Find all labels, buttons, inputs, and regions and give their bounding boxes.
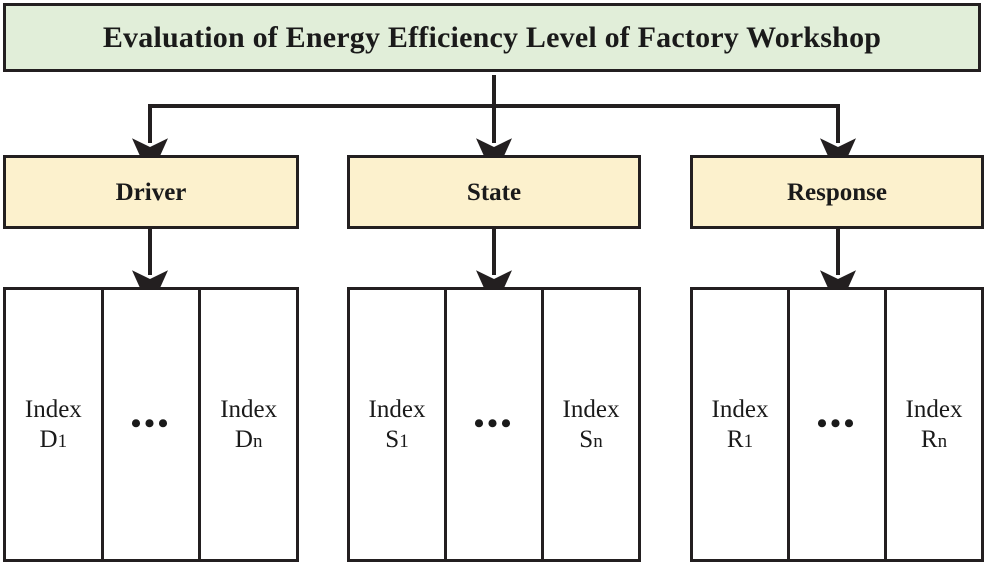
category-label-state: State	[466, 178, 522, 206]
index-code: S	[579, 425, 594, 453]
index-cell-line1: Index	[905, 396, 963, 423]
diagram-title-box: Evaluation of Energy Efficiency Level of…	[3, 3, 981, 72]
index-cell-line1: Index	[24, 396, 82, 423]
category-label-driver: Driver	[115, 178, 187, 206]
ellipsis-icon: •••	[816, 406, 858, 440]
category-box-driver: Driver	[3, 155, 299, 229]
index-cell-line2: Rn	[921, 425, 947, 455]
index-cell-line2: D1	[40, 425, 68, 455]
category-label-response: Response	[786, 178, 887, 206]
category-box-response: Response	[690, 155, 984, 229]
index-cell-line1: Index	[220, 396, 278, 423]
index-cell: Index Rn	[884, 290, 981, 559]
index-code: R	[726, 425, 744, 453]
index-code: S	[385, 425, 400, 453]
index-cell-line1: Index	[562, 396, 620, 423]
index-group-state: Index S1 ••• Index Sn	[347, 287, 641, 562]
index-cell: Index Sn	[541, 290, 638, 559]
index-subscript: 1	[399, 430, 409, 452]
index-group-driver: Index D1 ••• Index Dn	[3, 287, 299, 562]
index-group-response: Index R1 ••• Index Rn	[690, 287, 984, 562]
index-cell-ellipsis: •••	[100, 290, 199, 559]
ellipsis-icon: •••	[473, 406, 515, 440]
index-cell-line2: Sn	[579, 425, 602, 455]
index-code: R	[920, 425, 938, 453]
category-box-state: State	[347, 155, 641, 229]
index-cell-line1: Index	[711, 396, 769, 423]
index-code: D	[39, 425, 58, 453]
index-cell-line2: Dn	[235, 425, 263, 455]
index-subscript: n	[252, 430, 263, 452]
index-subscript: 1	[743, 430, 754, 452]
index-cell: Index D1	[6, 290, 101, 559]
index-cell-ellipsis: •••	[787, 290, 884, 559]
index-code: D	[234, 425, 253, 453]
ellipsis-icon: •••	[130, 406, 172, 440]
index-subscript: 1	[57, 430, 68, 452]
index-cell-line2: R1	[727, 425, 753, 455]
index-cell: Index Dn	[198, 290, 296, 559]
index-cell: Index R1	[693, 290, 787, 559]
index-cell-ellipsis: •••	[444, 290, 541, 559]
page-title: Evaluation of Energy Efficiency Level of…	[102, 20, 882, 54]
index-cell-line2: S1	[385, 425, 408, 455]
index-cell: Index S1	[350, 290, 444, 559]
index-cell-line1: Index	[368, 396, 426, 423]
index-subscript: n	[593, 430, 603, 452]
index-subscript: n	[937, 430, 948, 452]
